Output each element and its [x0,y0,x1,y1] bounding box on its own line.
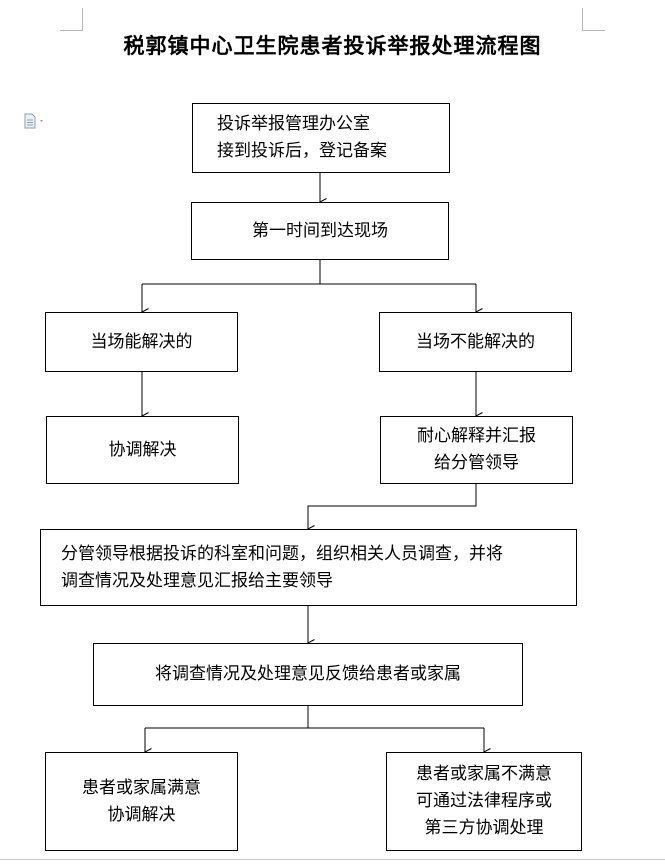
node-unsolvable-on-site-label: 当场不能解决的 [416,331,535,352]
node-explain-and-report: 耐心解释并汇报 给分管领导 [380,416,573,484]
node-arrive-on-site-label: 第一时间到达现场 [252,220,388,241]
page-title: 税郭镇中心卫生院患者投诉举报处理流程图 [123,33,542,58]
node-arrive-on-site: 第一时间到达现场 [191,202,449,260]
page-corner-mark-left [60,8,83,31]
node-unsatisfied-label: 患者或家属不满意 可通过法律程序或 第三方协调处理 [416,764,552,838]
node-feedback: 将调查情况及处理意见反馈给患者或家属 [93,643,523,706]
node-investigate: 分管领导根据投诉的科室和问题，组织相关人员调查，并将 调查情况及处理意见汇报给主… [40,529,577,606]
node-satisfied: 患者或家属满意 协调解决 [45,752,238,851]
node-coordinate-resolve: 协调解决 [46,416,239,484]
arrow-explain-to-investigate [308,484,477,529]
node-explain-and-report-label: 耐心解释并汇报 给分管领导 [417,426,536,473]
node-satisfied-label: 患者或家属满意 协调解决 [82,777,201,825]
node-receive-complaint: 投诉举报管理办公室 接到投诉后，登记备案 [192,103,450,173]
page-corner-mark-right [582,8,605,31]
node-solvable-on-site-label: 当场能解决的 [90,331,193,352]
node-coordinate-resolve-label: 协调解决 [108,439,177,460]
node-solvable-on-site: 当场能解决的 [45,312,238,372]
document-icon[interactable] [24,113,50,129]
node-unsatisfied: 患者或家属不满意 可通过法律程序或 第三方协调处理 [386,752,582,851]
node-receive-complaint-label: 投诉举报管理办公室 接到投诉后，登记备案 [217,114,387,161]
page-bottom-divider [0,859,665,860]
node-investigate-label: 分管领导根据投诉的科室和问题，组织相关人员调查，并将 调查情况及处理意见汇报给主… [61,543,503,591]
node-feedback-label: 将调查情况及处理意见反馈给患者或家属 [155,664,461,684]
node-unsolvable-on-site: 当场不能解决的 [379,312,572,372]
